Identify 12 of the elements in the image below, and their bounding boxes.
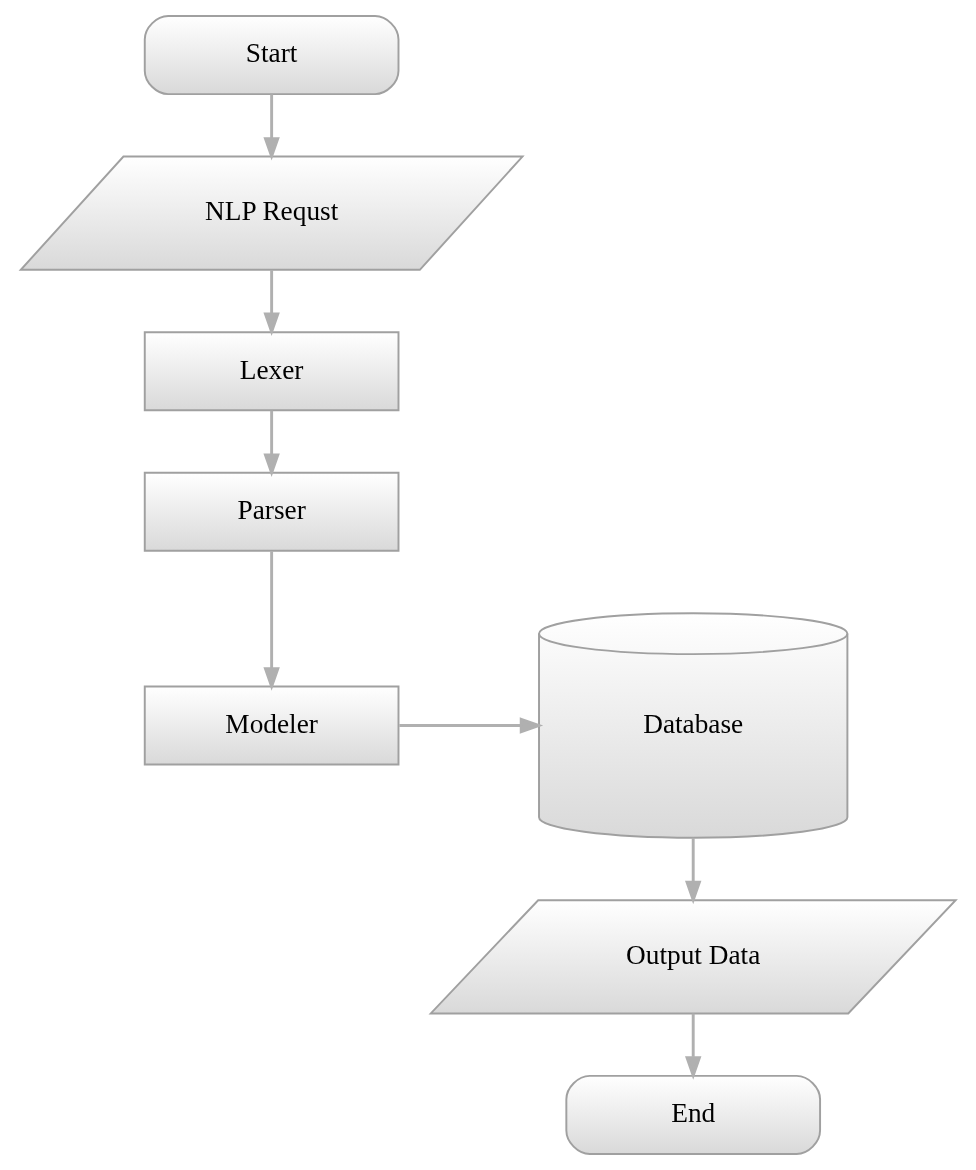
arrow (685, 1013, 702, 1080)
node-box: Start (143, 15, 400, 96)
node-box: Parser (143, 471, 400, 552)
node-box: End (565, 1074, 822, 1155)
arrow (263, 94, 280, 161)
arrow (263, 269, 280, 337)
arrow (399, 717, 544, 734)
arrow (263, 410, 280, 477)
arrow (263, 551, 280, 691)
node-box: Lexer (143, 331, 400, 412)
arrow (685, 837, 702, 905)
node-box: Modeler (143, 685, 400, 766)
